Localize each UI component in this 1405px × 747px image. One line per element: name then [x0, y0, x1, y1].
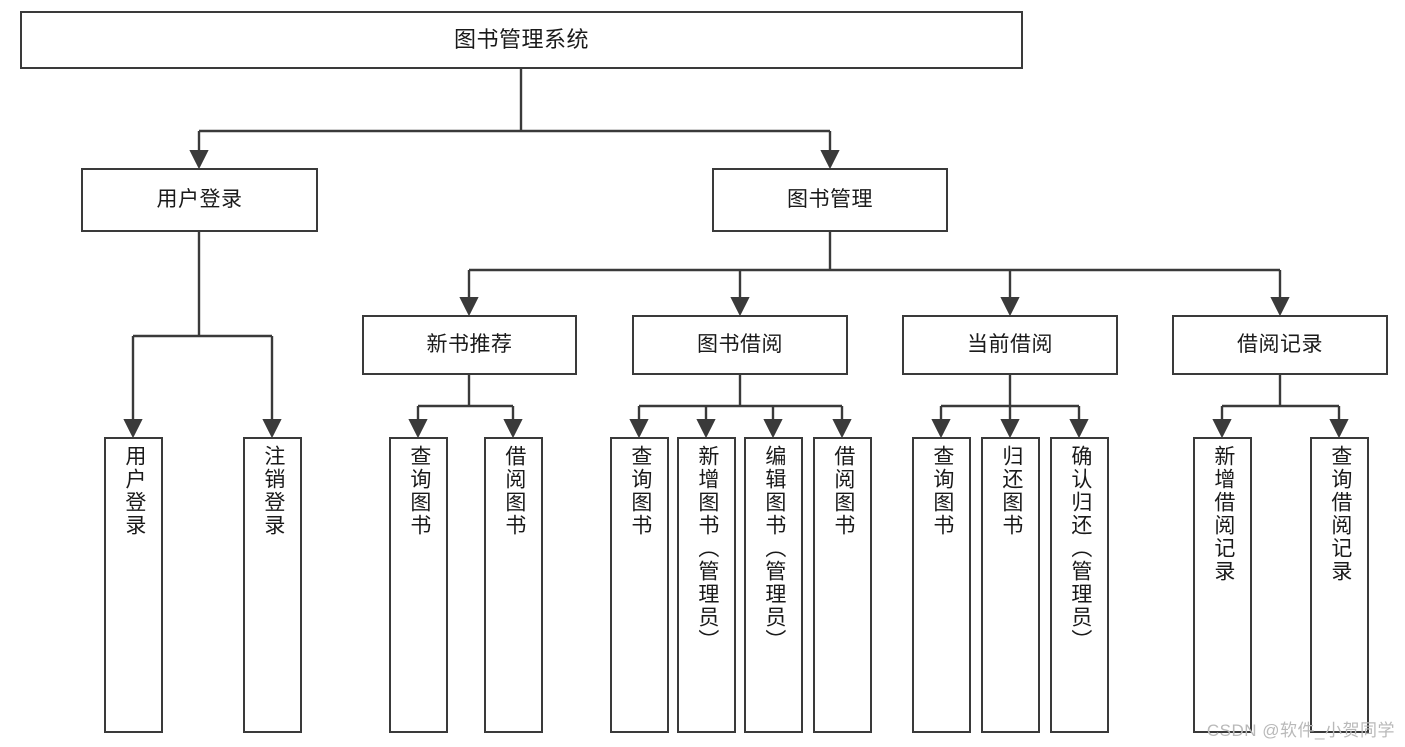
- node-label: 新书推荐: [426, 333, 513, 357]
- node-current-borrow[interactable]: 当前借阅: [902, 315, 1118, 375]
- node-label: 注销登录: [261, 445, 285, 537]
- node-label: 新增借阅记录: [1211, 445, 1235, 583]
- node-label: 查询借阅记录: [1328, 445, 1352, 583]
- node-user-login[interactable]: 用户登录: [81, 168, 318, 232]
- leaf-borrow-edit-book-admin[interactable]: 编辑图书（管理员）: [744, 437, 803, 733]
- leaf-records-query-record[interactable]: 查询借阅记录: [1310, 437, 1369, 733]
- node-borrow-records[interactable]: 借阅记录: [1172, 315, 1388, 375]
- node-label: 归还图书: [999, 445, 1023, 537]
- leaf-borrow-add-book-admin[interactable]: 新增图书（管理员）: [677, 437, 736, 733]
- node-label: 借阅图书: [502, 445, 526, 537]
- csdn-watermark: CSDN @软件_小贺同学: [1206, 721, 1395, 740]
- node-label: 当前借阅: [967, 333, 1053, 357]
- node-label: 用户登录: [122, 445, 146, 537]
- node-label: 确认归还（管理员）: [1068, 445, 1092, 652]
- node-label: 编辑图书（管理员）: [762, 445, 786, 652]
- node-label: 用户登录: [156, 188, 243, 212]
- node-label: 图书管理: [787, 188, 873, 212]
- node-label: 借阅图书: [831, 445, 855, 537]
- leaf-current-query-book[interactable]: 查询图书: [912, 437, 971, 733]
- node-new-book-recommend[interactable]: 新书推荐: [362, 315, 577, 375]
- leaf-current-return-book[interactable]: 归还图书: [981, 437, 1040, 733]
- node-root-book-management-system[interactable]: 图书管理系统: [20, 11, 1023, 69]
- leaf-newbook-borrow-book[interactable]: 借阅图书: [484, 437, 543, 733]
- leaf-borrow-query-book[interactable]: 查询图书: [610, 437, 669, 733]
- node-label: 图书借阅: [697, 333, 783, 357]
- leaf-records-add-record[interactable]: 新增借阅记录: [1193, 437, 1252, 733]
- node-label: 借阅记录: [1237, 333, 1323, 357]
- leaf-user-login[interactable]: 用户登录: [104, 437, 163, 733]
- leaf-current-confirm-return-admin[interactable]: 确认归还（管理员）: [1050, 437, 1109, 733]
- node-label: 新增图书（管理员）: [695, 445, 719, 652]
- node-label: 查询图书: [930, 445, 954, 537]
- node-label: 图书管理系统: [453, 26, 589, 52]
- leaf-borrow-borrow-book[interactable]: 借阅图书: [813, 437, 872, 733]
- node-book-management[interactable]: 图书管理: [712, 168, 948, 232]
- leaf-logout[interactable]: 注销登录: [243, 437, 302, 733]
- node-label: 查询图书: [628, 445, 652, 537]
- node-label: 查询图书: [407, 445, 431, 537]
- leaf-newbook-query-book[interactable]: 查询图书: [389, 437, 448, 733]
- node-book-borrow[interactable]: 图书借阅: [632, 315, 848, 375]
